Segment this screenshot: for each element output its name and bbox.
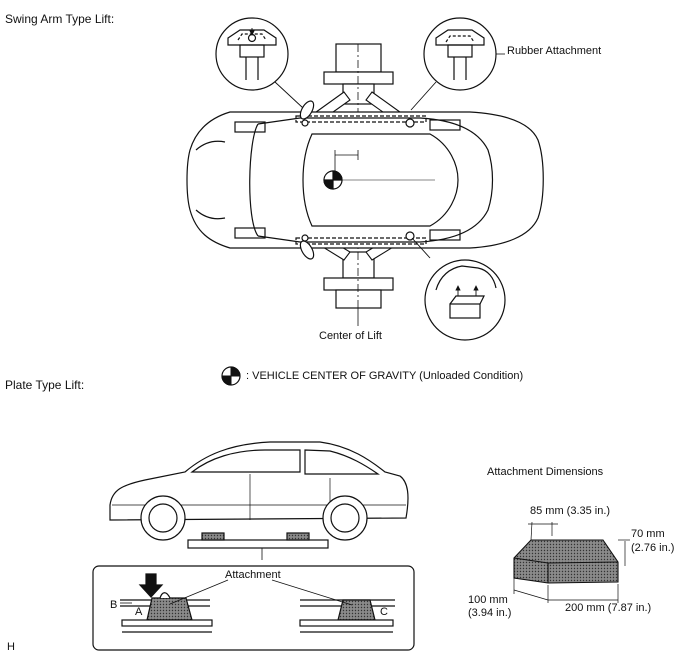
plate-type-lift-title: Plate Type Lift: <box>5 378 85 392</box>
attachment-dimension-drawing <box>513 521 630 603</box>
plate-lift-diagram <box>92 441 415 651</box>
dimension-200mm: 200 mm (7.87 in.) <box>565 602 652 614</box>
plate-detail-left <box>120 573 213 633</box>
detail-circle-front-right <box>410 17 497 111</box>
plate-detail-box <box>92 565 415 651</box>
rubber-attachment-label: Rubber Attachment <box>507 45 602 57</box>
center-of-gravity-legend-text: : VEHICLE CENTER OF GRAVITY (Unloaded Co… <box>246 370 524 382</box>
dimension-100mm: 100 mm <box>468 594 508 606</box>
dimension-70mm-inches: (2.76 in.) <box>631 542 675 554</box>
legend-cog-symbol <box>221 366 241 386</box>
attachment-label: Attachment <box>225 569 281 581</box>
detail-circle-front-left <box>215 17 304 109</box>
attachment-dimensions-title: Attachment Dimensions <box>487 466 604 478</box>
label-a: A <box>135 606 143 618</box>
center-of-lift-label: Center of Lift <box>319 330 382 342</box>
dimension-70mm: 70 mm <box>631 528 665 540</box>
attachment-leaders <box>169 579 353 606</box>
corner-mark: H <box>7 641 15 653</box>
detail-circle-rear-right <box>411 237 506 341</box>
center-of-gravity-symbol <box>323 170 343 190</box>
plate-detail-right <box>299 599 395 633</box>
dimension-85mm: 85 mm (3.35 in.) <box>530 505 611 517</box>
lift-plate <box>187 532 329 560</box>
car-top-view <box>186 111 544 249</box>
label-c: C <box>380 606 388 618</box>
swing-arm-lift-title: Swing Arm Type Lift: <box>5 12 115 26</box>
dimension-100mm-inches: (3.94 in.) <box>468 607 512 619</box>
car-side-view <box>109 441 409 541</box>
label-b: B <box>110 599 118 611</box>
swing-arm-lift-diagram <box>186 17 544 341</box>
